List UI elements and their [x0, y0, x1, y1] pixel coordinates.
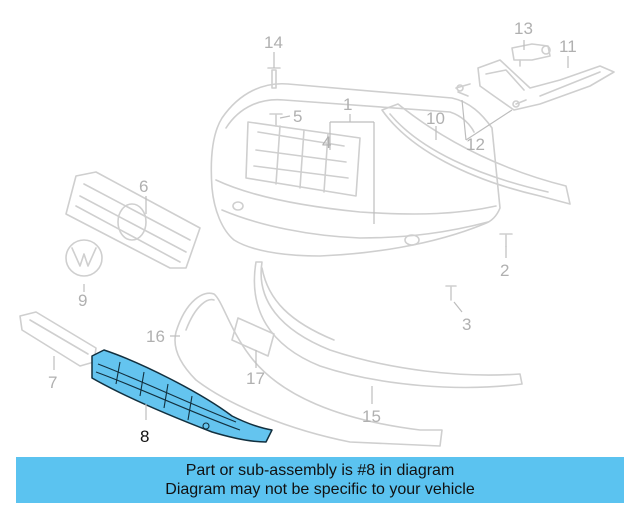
trim-strip-part-10: [381, 103, 571, 205]
callout-1: 1: [343, 95, 352, 114]
bumper-cover-part-1: [210, 82, 501, 257]
callout-17: 17: [246, 369, 265, 388]
callout-6: 6: [139, 177, 148, 196]
callout-2: 2: [500, 261, 509, 280]
callout-15: 15: [362, 407, 381, 426]
banner-line-disclaimer: Diagram may not be specific to your vehi…: [165, 481, 475, 498]
callout-8[interactable]: 8: [140, 427, 149, 446]
grille-insert-part-7: [19, 311, 97, 367]
callout-labels: 1 2 3 4 5 6 7 8 9 10 11 12 13 14 15 16 1…: [48, 19, 577, 446]
callout-7: 7: [48, 373, 57, 392]
bolt-part-3: [445, 285, 457, 301]
emblem-part-9: [65, 239, 103, 277]
leader-lines: [53, 40, 569, 420]
callout-3: 3: [462, 315, 471, 334]
lower-spoiler-part-16: [174, 292, 443, 447]
bolt-part-2: [499, 233, 513, 247]
callout-12: 12: [466, 135, 485, 154]
part-info-banner: Part or sub-assembly is #8 in diagram Di…: [16, 457, 624, 503]
callout-16: 16: [146, 327, 165, 346]
lower-grille-part-8-highlighted[interactable]: [91, 349, 273, 443]
callout-10: 10: [426, 109, 445, 128]
lower-molding-part-15: [253, 261, 523, 389]
mounting-bracket-part-11: [477, 59, 615, 111]
bolt-part-5: [269, 113, 283, 127]
plate-bracket-part-17: [231, 317, 275, 357]
clip-part-13: [511, 43, 551, 67]
callout-11: 11: [559, 37, 577, 56]
callout-5: 5: [293, 107, 302, 126]
callout-13: 13: [514, 19, 533, 38]
callout-9: 9: [78, 291, 87, 310]
callout-4: 4: [322, 133, 331, 152]
callout-14: 14: [264, 33, 283, 52]
bolts-part-12: [455, 83, 527, 108]
grille-part-6: [65, 171, 201, 269]
banner-line-part-number: Part or sub-assembly is #8 in diagram: [185, 462, 455, 479]
